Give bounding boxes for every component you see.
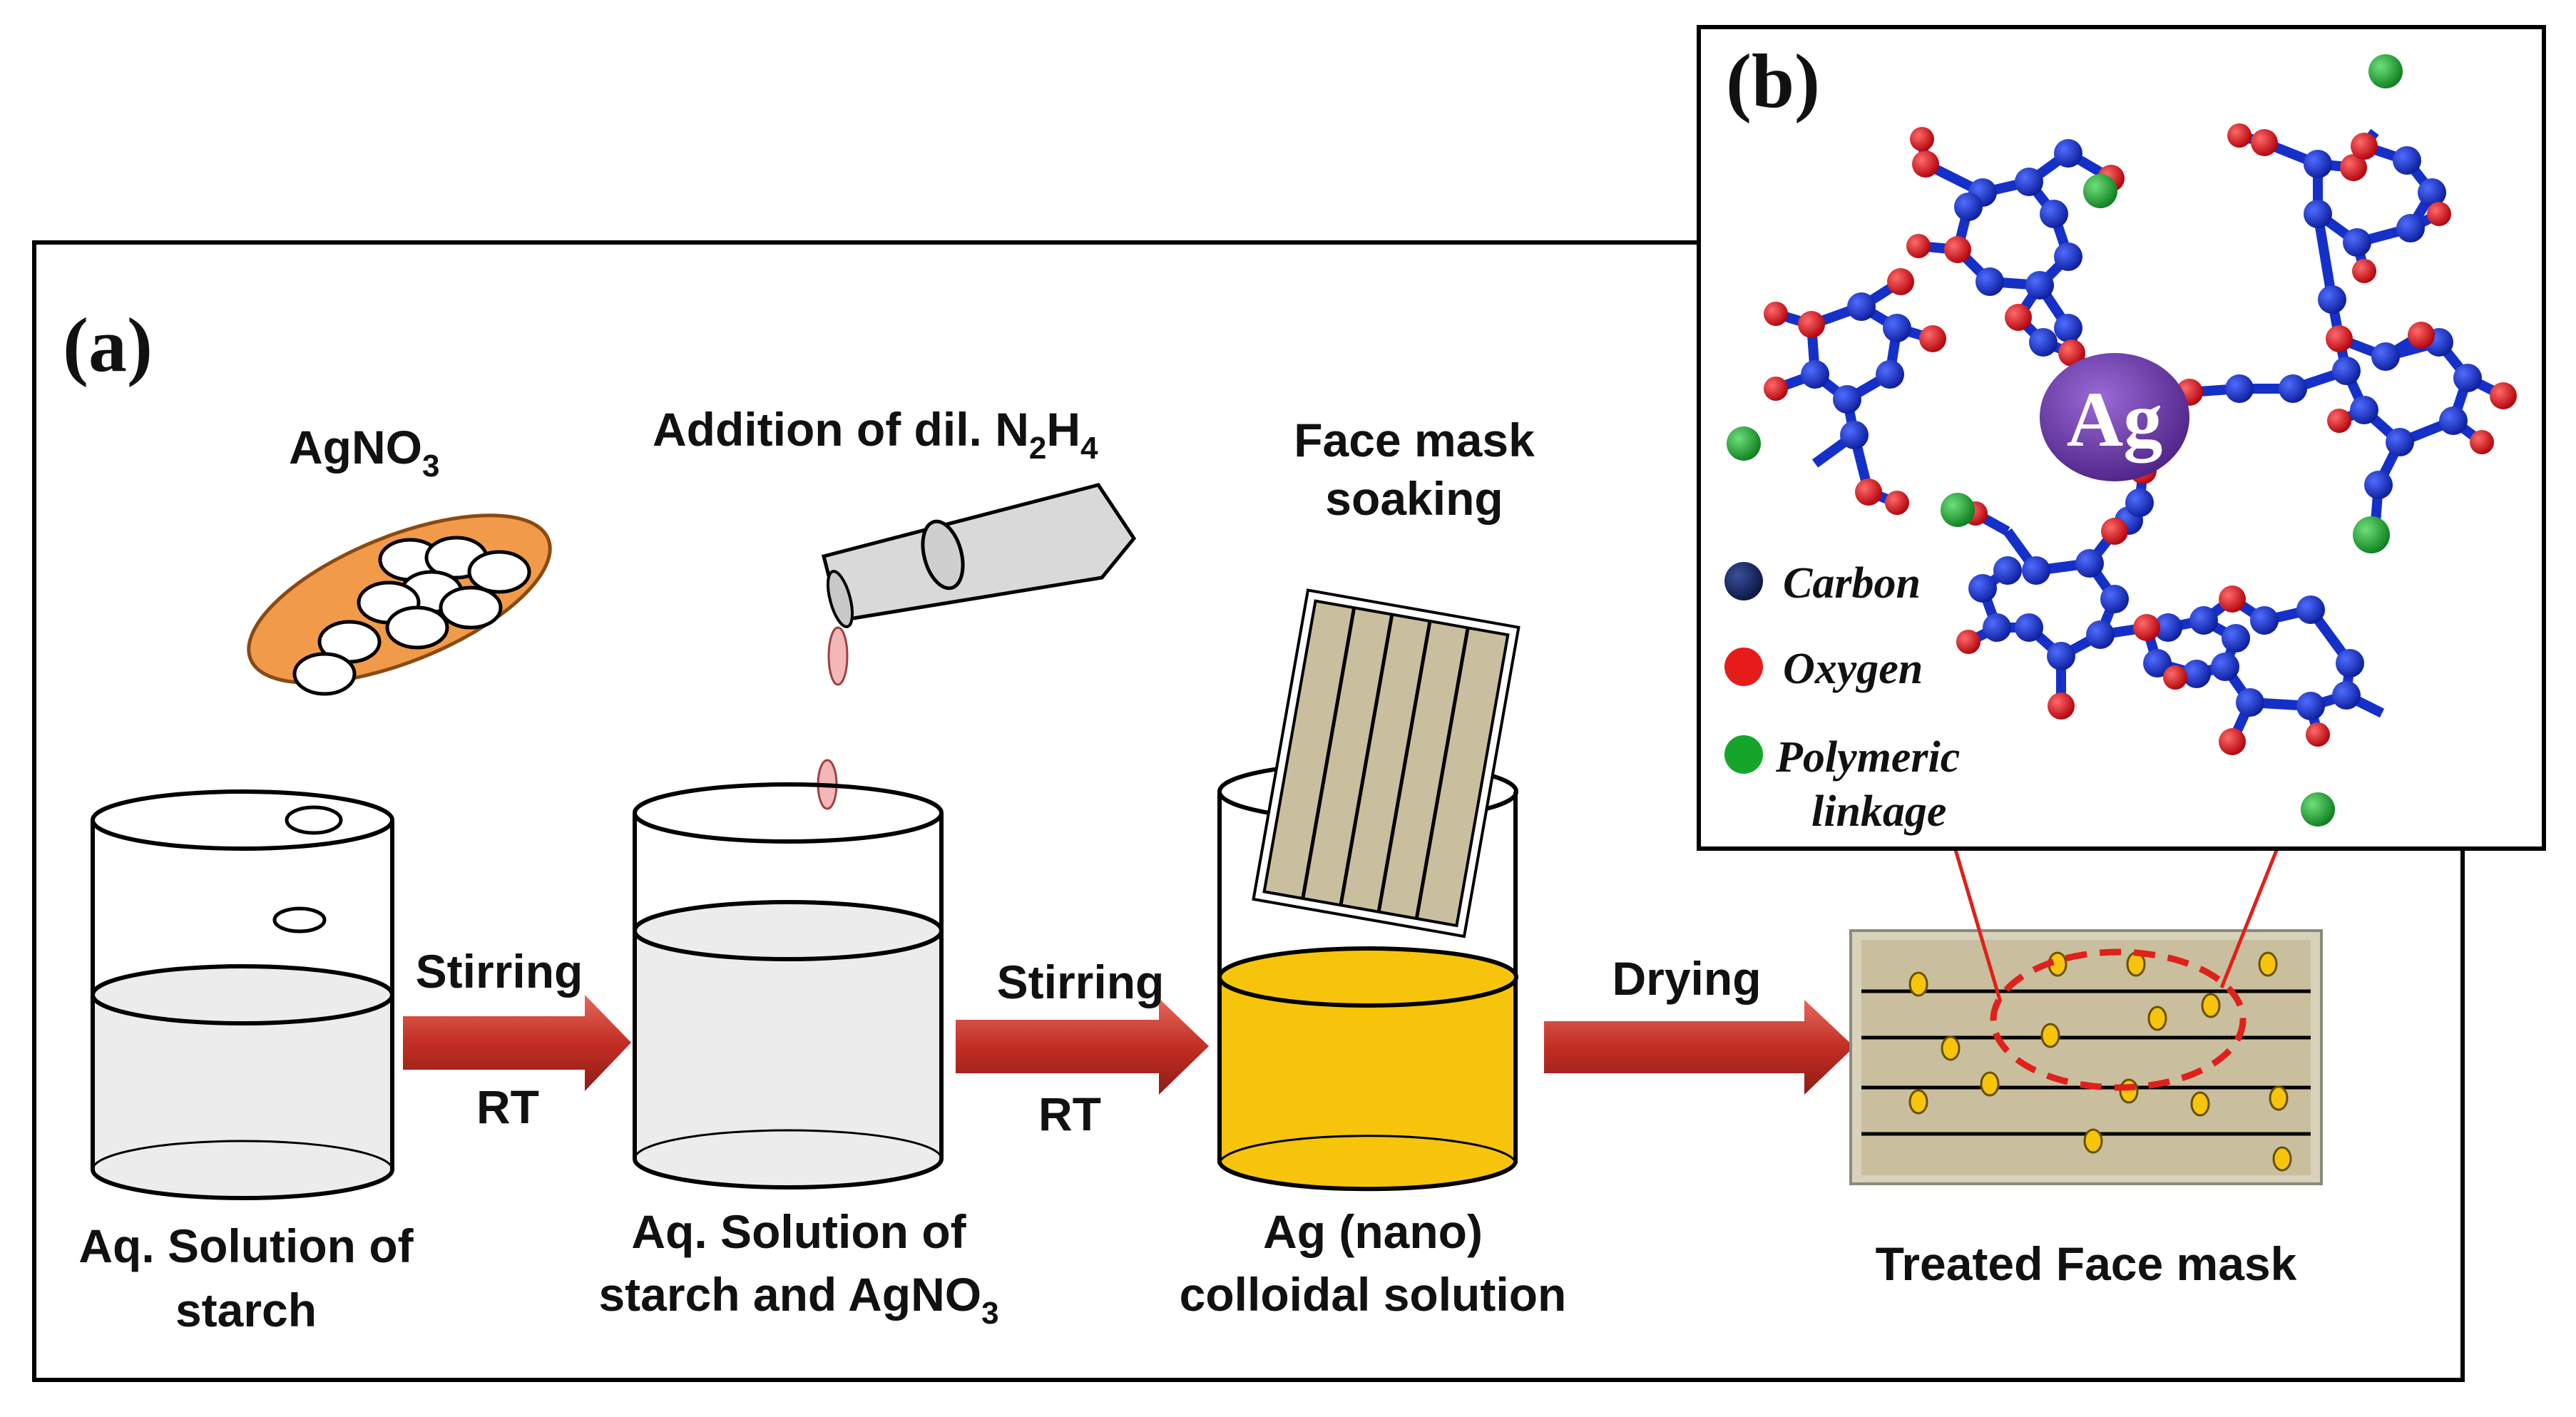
- arrow-stirring-2: [956, 998, 1209, 1095]
- silver-atom-label: Ag: [2067, 376, 2162, 463]
- falling-crystal: [272, 906, 327, 933]
- dropper-icon: [821, 483, 1137, 628]
- oxygen-atoms: [1764, 123, 2517, 755]
- face-mask-soaking: [1252, 588, 1520, 938]
- panel-b-label: (b): [1726, 39, 1820, 124]
- beaker2-caption-line2: starch and AgNO3: [598, 1268, 998, 1331]
- legend-linkage-label-1: Polymeric: [1775, 733, 1960, 782]
- addition-label: Addition of dil. N2H4: [653, 403, 1098, 466]
- treated-face-mask: [1849, 929, 2323, 1185]
- legend-oxygen-label: Oxygen: [1783, 645, 1923, 693]
- arrow3-top-label: Drying: [1612, 952, 1761, 1005]
- legend-oxygen-swatch: [1724, 648, 1763, 686]
- beaker3-caption-line1: Ag (nano): [1263, 1205, 1483, 1258]
- zoom-region-circle: [1990, 948, 2247, 1091]
- atom-legend: Carbon Oxygen Polymeric linkage: [1724, 559, 1960, 836]
- arrow1-top-label: Stirring: [416, 945, 583, 998]
- arrow-stirring-1: [403, 995, 631, 1091]
- beaker-colloid: [1217, 588, 1520, 1192]
- zoom-line-right: [2219, 844, 2281, 988]
- soak-label-line2: soaking: [1325, 472, 1503, 525]
- silver-atom: Ag: [2040, 353, 2189, 481]
- legend-carbon-label: Carbon: [1783, 559, 1921, 608]
- falling-crystal: [285, 805, 343, 835]
- ag-nanoparticles: [1908, 951, 2292, 1172]
- arrow-drying: [1544, 1000, 1854, 1095]
- legend-linkage-label-2: linkage: [1811, 787, 1946, 836]
- starch-molecule-network: Ag: [1727, 54, 2517, 827]
- carbon-atoms: [1801, 139, 2482, 720]
- agno3-crystals: [292, 536, 531, 696]
- agno3-label: AgNO3: [289, 421, 439, 484]
- beaker-starch: [91, 789, 394, 1200]
- hydrazine-drops: [809, 626, 849, 933]
- beaker3-caption-line2: colloidal solution: [1180, 1268, 1567, 1321]
- arrow2-top-label: Stirring: [997, 956, 1165, 1008]
- legend-linkage-swatch: [1724, 735, 1763, 774]
- soak-label-line1: Face mask: [1294, 414, 1535, 466]
- beaker-starch-agno3: [633, 782, 944, 1190]
- legend-carbon-swatch: [1724, 562, 1763, 600]
- arrow2-bottom-label: RT: [1038, 1088, 1101, 1140]
- beaker1-caption-line2: starch: [175, 1284, 317, 1336]
- agno3-tray: [247, 513, 552, 696]
- beaker2-caption-line1: Aq. Solution of: [631, 1205, 966, 1258]
- arrow1-bottom-label: RT: [476, 1080, 539, 1133]
- zoom-line-left: [1952, 844, 2003, 1003]
- linkage-atoms: [1727, 54, 2403, 827]
- beaker1-caption-line1: Aq. Solution of: [78, 1219, 414, 1272]
- panel-a-label: (a): [63, 303, 153, 388]
- mask-caption: Treated Face mask: [1876, 1237, 2297, 1290]
